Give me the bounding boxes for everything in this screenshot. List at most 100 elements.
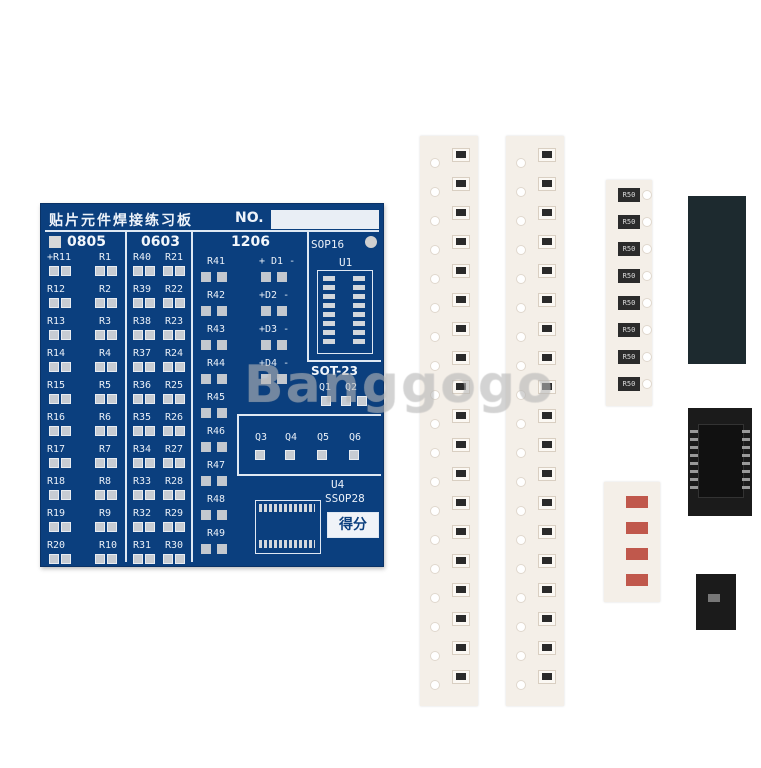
solder-pad (145, 458, 155, 468)
smd-component (542, 586, 552, 593)
smd-component (456, 296, 466, 303)
component-pocket (538, 670, 556, 684)
pad (255, 450, 265, 460)
solder-pad (133, 426, 143, 436)
component-label: R18 (47, 476, 66, 487)
solder-pad (95, 266, 105, 276)
solder-pad (107, 522, 117, 532)
component-label: R3 (99, 316, 112, 327)
diode (626, 574, 648, 586)
component-pocket (538, 438, 556, 452)
solder-pad (175, 458, 185, 468)
component-pocket (538, 264, 556, 278)
sprocket-hole (516, 274, 526, 284)
solder-pad (201, 544, 211, 554)
solder-pad (145, 266, 155, 276)
smd-component (542, 528, 552, 535)
solder-pad (133, 490, 143, 500)
component-label: R33 (133, 476, 152, 487)
component-label: R35 (133, 412, 152, 423)
smd-component (542, 325, 552, 332)
sprocket-hole (516, 622, 526, 632)
solder-pad (217, 374, 227, 384)
sprocket-hole (430, 216, 440, 226)
smd-component (456, 325, 466, 332)
solder-pad (175, 298, 185, 308)
component-label: R22 (165, 284, 184, 295)
pad (341, 396, 351, 406)
sprocket-hole (430, 680, 440, 690)
label-u4: U4 (331, 478, 345, 491)
solder-pad (61, 522, 71, 532)
sprocket-hole (430, 564, 440, 574)
component-label: R25 (165, 380, 184, 391)
component-label: R21 (165, 252, 184, 263)
component-label: R8 (99, 476, 112, 487)
solder-pad (175, 362, 185, 372)
solder-pad (201, 306, 211, 316)
smd-component (542, 441, 552, 448)
sot23-tape-strip (688, 196, 746, 364)
component-pocket (538, 322, 556, 336)
smd-component (456, 209, 466, 216)
smd-resistor: R50 (618, 242, 640, 256)
solder-pad (49, 330, 59, 340)
smd-resistor: R50 (618, 377, 640, 391)
sprocket-hole (430, 361, 440, 371)
solder-pad (145, 298, 155, 308)
smd-component (542, 238, 552, 245)
sprocket-hole (430, 274, 440, 284)
label-q4: Q4 (285, 432, 298, 443)
smd-resistor: R50 (618, 188, 640, 202)
sprocket-hole (430, 622, 440, 632)
label-q3: Q3 (255, 432, 268, 443)
smd-component (456, 354, 466, 361)
smd-component (456, 615, 466, 622)
label-q2: Q2 (345, 382, 358, 393)
smd-component (456, 180, 466, 187)
component-pocket (452, 409, 470, 423)
smd-component (542, 615, 552, 622)
solder-pad (175, 426, 185, 436)
component-pocket (452, 322, 470, 336)
sprocket-hole (430, 303, 440, 313)
component-label: R7 (99, 444, 112, 455)
sprocket-hole (516, 216, 526, 226)
solder-pad (61, 458, 71, 468)
solder-pad (95, 426, 105, 436)
smd-component (542, 557, 552, 564)
solder-pad (107, 266, 117, 276)
solder-pad (277, 340, 287, 350)
component-label: +D2 - (259, 290, 290, 301)
sprocket-hole (516, 245, 526, 255)
smd-component (456, 441, 466, 448)
component-label: R2 (99, 284, 112, 295)
smd-component (542, 354, 552, 361)
smd-component (542, 151, 552, 158)
component-pocket (452, 438, 470, 452)
solder-pad (61, 394, 71, 404)
smd-resistor: R50 (618, 350, 640, 364)
smd-component (542, 209, 552, 216)
component-pocket (538, 293, 556, 307)
smd-component (542, 499, 552, 506)
solder-pad (201, 408, 211, 418)
component-pocket (452, 264, 470, 278)
component-label: R20 (47, 540, 66, 551)
sprocket-hole (642, 190, 652, 200)
component-label: R17 (47, 444, 66, 455)
solder-pad (61, 298, 71, 308)
component-pocket (452, 670, 470, 684)
solder-pad (107, 426, 117, 436)
component-pocket (452, 351, 470, 365)
solder-pad (175, 330, 185, 340)
solder-pad (261, 306, 271, 316)
component-pocket (538, 206, 556, 220)
smd-component (456, 644, 466, 651)
sprocket-hole (430, 332, 440, 342)
divider (307, 360, 381, 362)
sprocket-hole (430, 535, 440, 545)
component-pocket (452, 148, 470, 162)
smd-component (456, 151, 466, 158)
smd-component (456, 557, 466, 564)
